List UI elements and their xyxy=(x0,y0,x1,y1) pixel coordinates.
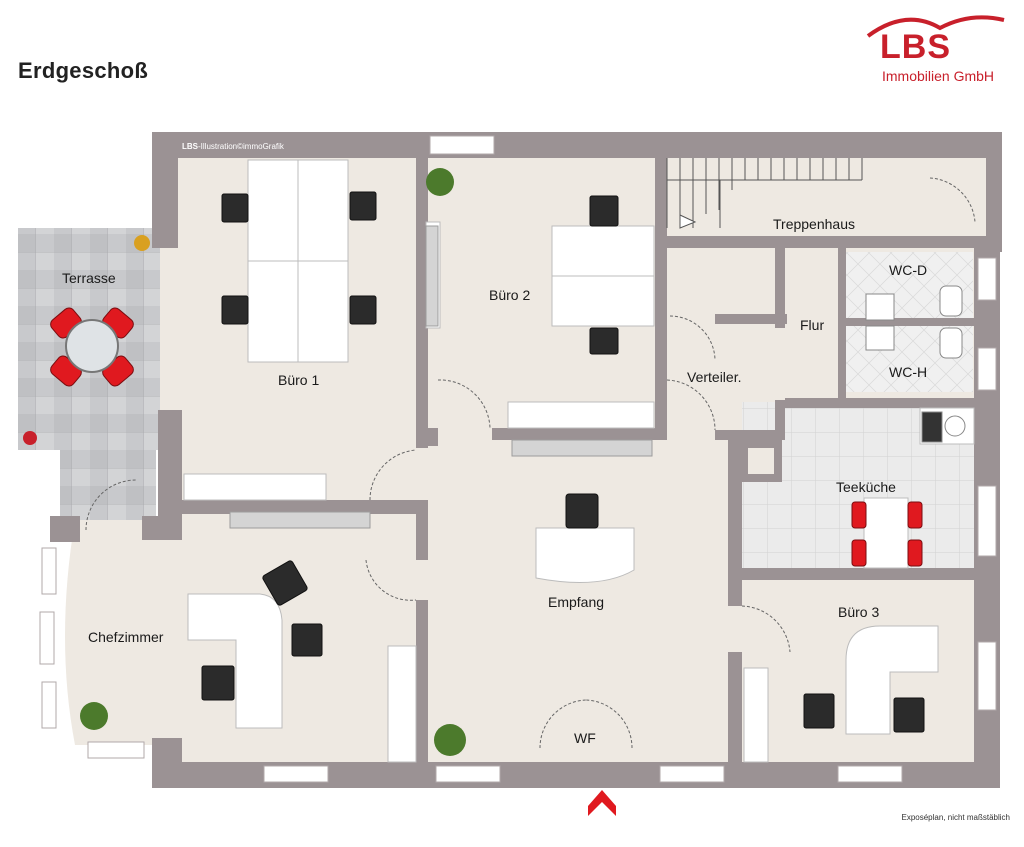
door-swings xyxy=(85,177,976,749)
sanitary xyxy=(865,285,966,443)
page-title: Erdgeschoß xyxy=(18,58,149,83)
staircase xyxy=(666,158,863,229)
logo-subtitle: Immobilien GmbH xyxy=(882,68,995,84)
room-label-empfang: Empfang xyxy=(548,594,605,610)
logo-brand: LBS xyxy=(880,28,951,66)
room-label-flur: Flur xyxy=(800,317,825,333)
room-label-wc-h: WC-H xyxy=(889,364,928,380)
illustration-credit: LBS-Illustration©immoGrafik xyxy=(182,142,284,151)
logo-roof-icon xyxy=(866,15,1005,38)
room-label-buero1: Büro 1 xyxy=(278,372,320,388)
windows xyxy=(39,135,997,783)
terrace xyxy=(18,228,168,530)
room-label-treppenhaus: Treppenhaus xyxy=(773,216,855,232)
chairs xyxy=(201,191,925,733)
room-label-buero3: Büro 3 xyxy=(838,604,880,620)
room-label-chefzimmer: Chefzimmer xyxy=(88,629,164,645)
terrace-table xyxy=(65,319,119,373)
benches xyxy=(229,225,653,529)
room-label-verteiler: Verteiler. xyxy=(687,369,742,385)
room-label-buero2: Büro 2 xyxy=(489,287,531,303)
plants xyxy=(23,168,466,756)
credit-prefix: LBS xyxy=(182,142,198,151)
credit-text: -Illustration©immoGrafik xyxy=(198,142,284,151)
room-label-terrasse: Terrasse xyxy=(62,270,116,286)
room-label-wf: WF xyxy=(574,730,596,746)
footer-note: Exposéplan, nicht maßstäblich xyxy=(901,813,1011,822)
room-label-teekueche: Teeküche xyxy=(836,479,896,495)
room-label-wc-d: WC-D xyxy=(889,262,928,278)
red-chairs xyxy=(50,307,923,567)
entrance-arrow-icon xyxy=(588,790,616,816)
